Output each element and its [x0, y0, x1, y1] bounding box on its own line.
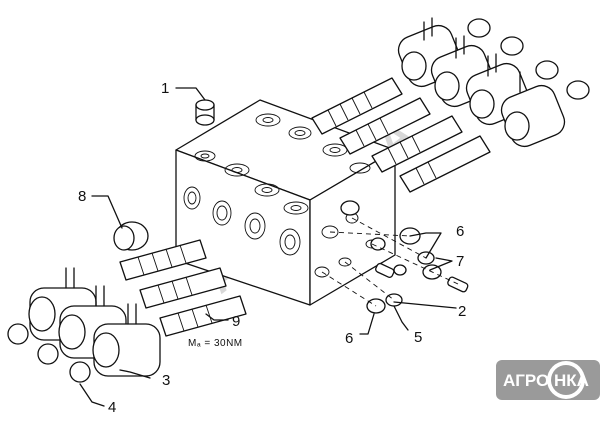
callout-9: 9: [232, 313, 240, 330]
callout-6-upper: 6: [456, 223, 464, 240]
torque-spec: Mₐ = 30NM: [188, 338, 243, 349]
callout-8: 8: [78, 188, 86, 205]
callout-7: 7: [456, 253, 464, 270]
plug-screw: [195, 99, 215, 126]
logo-text: АГРО НКА: [503, 371, 589, 390]
leader-lines: [79, 87, 457, 407]
callout-1: 1: [161, 80, 169, 97]
callout-2: 2: [458, 303, 466, 320]
agronka-logo: АГРО НКА: [496, 360, 600, 400]
callout-4: 4: [108, 399, 116, 416]
callout-5: 5: [414, 329, 422, 346]
valve-block: [175, 99, 396, 306]
callout-3: 3: [162, 372, 170, 389]
front-cartridge-valves: [7, 221, 247, 383]
callout-6-lower: 6: [345, 330, 353, 347]
rear-cartridge-valves: [311, 17, 590, 193]
